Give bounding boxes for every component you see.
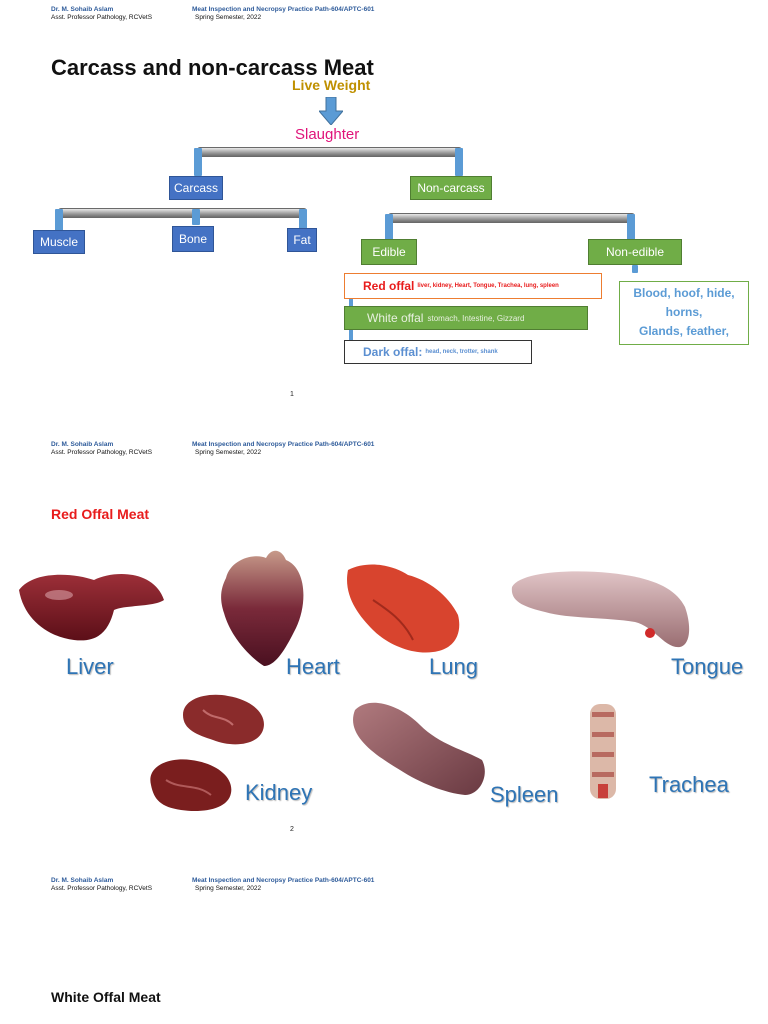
tongue-image [511,571,690,648]
white-offal-items: stomach, Intestine, Gizzard [427,313,525,323]
header-author: Dr. M. Sohaib Aslam [51,441,114,448]
non-edible-items-box: Blood, hoof, hide, horns, Glands, feathe… [619,281,749,345]
live-weight-label: Live Weight [292,77,371,93]
kidney-image [150,759,232,812]
fat-box: Fat [287,228,317,252]
organ-label-lung: Lung [429,654,478,679]
dark-offal-label: Dark offal: [363,345,423,359]
heart-image [221,550,304,666]
bracket-slaughter [197,147,462,157]
liver-image [19,574,164,641]
organ-label-heart: Heart [286,654,340,679]
spleen-image [353,702,485,795]
section-title: Red Offal Meat [51,506,150,522]
trachea-image [590,704,616,799]
header-author: Dr. M. Sohaib Aslam [51,6,114,13]
non-carcass-box: Non-carcass [410,176,492,200]
lung-image [347,564,460,653]
muscle-box: Muscle [33,230,85,254]
header-author: Dr. M. Sohaib Aslam [51,877,114,884]
non-edible-items-line-2: horns, [665,305,703,319]
kidney-image [183,694,264,745]
header-course: Meat Inspection and Necropsy Practice Pa… [192,6,375,13]
organ-label-tongue: Tongue [671,654,744,679]
red-offal-items: liver, kidney, Heart, Tongue, Trachea, l… [417,283,559,289]
red-offal-box: Red offal liver, kidney, Heart, Tongue, … [344,273,602,299]
header-course: Meat Inspection and Necropsy Practice Pa… [192,877,375,884]
arrow-down-icon [319,97,343,125]
header-semester: Spring Semester, 2022 [195,885,262,892]
header-course: Meat Inspection and Necropsy Practice Pa… [192,441,375,448]
slaughter-label: Slaughter [295,126,360,143]
red-offal-label: Red offal [363,279,415,293]
page-number: 1 [290,391,294,398]
bracket-stub [194,148,202,176]
bone-box: Bone [172,226,214,252]
carcass-box: Carcass [169,176,223,200]
header-role: Asst. Professor Pathology, RCVetS [51,14,153,21]
bracket-stub [632,265,638,273]
section-title: White Offal Meat [51,989,161,1005]
organ-label-liver: Liver [66,654,114,679]
white-offal-label: White offal [367,311,424,325]
bracket-stub [55,209,63,231]
bracket-stub [192,209,200,225]
header-role: Asst. Professor Pathology, RCVetS [51,449,153,456]
edible-box: Edible [361,239,417,265]
page-title: Carcass and non-carcass Meat [51,55,374,80]
organ-label-spleen: Spleen [490,782,559,807]
dark-offal-box: Dark offal: head, neck, trotter, shank [344,340,532,364]
non-edible-box: Non-edible [588,239,682,265]
non-edible-items-line-3: Glands, feather, [638,324,730,338]
organ-label-kidney: Kidney [245,780,313,805]
bracket-carcass [58,208,307,218]
header-semester: Spring Semester, 2022 [195,449,262,456]
bracket-stub [455,148,463,176]
bracket-stub [627,214,635,240]
non-edible-items-line-1: Blood, hoof, hide, [633,286,735,300]
organ-label-trachea: Trachea [649,772,729,797]
header-role: Asst. Professor Pathology, RCVetS [51,885,153,892]
page-number: 2 [290,826,294,833]
bracket-non-carcass [388,213,635,223]
white-offal-box: White offal stomach, Intestine, Gizzard [344,306,588,330]
bracket-stub [385,214,393,240]
header-semester: Spring Semester, 2022 [195,14,262,21]
dark-offal-items: head, neck, trotter, shank [425,349,498,355]
bracket-stub [299,209,307,229]
